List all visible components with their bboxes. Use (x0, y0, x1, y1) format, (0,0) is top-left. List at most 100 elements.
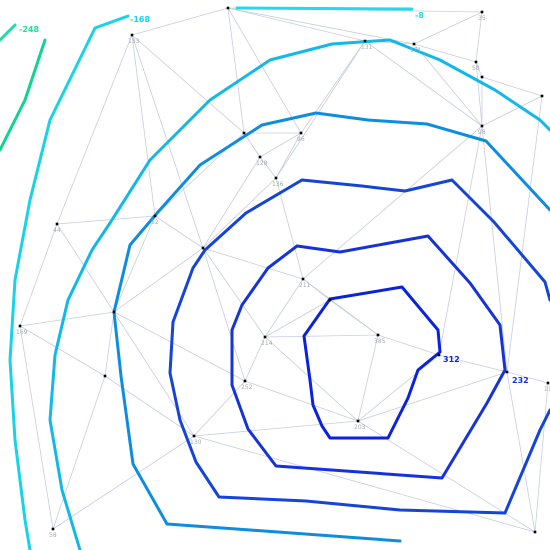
sample-point (226, 6, 230, 10)
mesh-edge (227, 7, 245, 134)
sample-point-label: 211 (299, 282, 311, 289)
mesh-edge (56, 223, 115, 313)
contour-line (235, 6, 414, 11)
sample-point (540, 94, 544, 98)
mesh-edge (413, 11, 483, 45)
sample-point (505, 370, 509, 374)
mesh-edge (302, 125, 483, 280)
contour-line (302, 285, 442, 440)
mesh-edge (506, 371, 536, 533)
sample-point-label: 35 (478, 15, 486, 22)
sample-point-label: 131 (361, 44, 373, 51)
sample-point-label: 112 (544, 386, 550, 393)
mesh-edge (202, 177, 277, 249)
contour-level-label: -8 (415, 11, 424, 20)
mesh-edge (300, 40, 366, 134)
sample-point (356, 419, 360, 423)
contour-line (168, 178, 550, 515)
mesh-edge (329, 299, 379, 336)
sample-point (480, 124, 484, 128)
mesh-edge (19, 223, 58, 327)
mesh-edge (193, 420, 359, 437)
mesh-edge (131, 7, 229, 36)
mesh-edge (113, 247, 204, 313)
mesh-edge (357, 334, 379, 422)
mesh-edge (131, 34, 156, 217)
sample-point-label: 385 (374, 338, 386, 345)
sample-point-label: 128 (256, 160, 268, 167)
mesh-edge (131, 34, 245, 134)
sample-point (533, 530, 537, 534)
contour-level-label: -168 (130, 15, 150, 24)
mesh-edge (357, 371, 508, 422)
sample-point-label: 214 (261, 340, 273, 347)
mesh-edge (113, 311, 195, 437)
mesh-edge (534, 382, 549, 533)
mesh-edge (56, 215, 156, 225)
sample-point-label: 58 (49, 532, 57, 539)
sample-point (412, 42, 416, 46)
contour-line (0, 23, 17, 42)
mesh-edge (481, 76, 543, 97)
sample-point-label: 96 (297, 136, 305, 143)
contour-line (112, 210, 402, 543)
mesh-edge (227, 7, 415, 45)
sample-point (480, 10, 484, 14)
sample-point (192, 434, 196, 438)
mesh-edge (19, 325, 54, 530)
sample-point-label: 44 (53, 227, 61, 234)
mesh-edge (506, 371, 549, 384)
sample-point (299, 131, 303, 135)
sample-point (301, 277, 305, 281)
mesh-edge (227, 7, 302, 134)
mesh-edge (264, 278, 304, 338)
sample-point (153, 214, 157, 218)
sample-point-label: 130 (190, 439, 202, 446)
mesh-edge (481, 125, 508, 373)
mesh-edge (413, 43, 477, 63)
mesh-edge (377, 334, 440, 356)
mesh-edge (244, 336, 266, 382)
contour-line (230, 234, 507, 480)
sample-point (51, 527, 55, 531)
mesh-edge (56, 34, 133, 225)
mesh-edge (52, 435, 195, 530)
mesh-edge (506, 95, 543, 373)
contour-line (48, 221, 112, 550)
mesh-edge (104, 375, 195, 437)
mesh-edge (244, 380, 359, 422)
mesh-edge (481, 95, 543, 127)
mesh-edge (475, 61, 483, 78)
mesh-edge (438, 125, 483, 356)
mesh-edge (52, 375, 106, 530)
mesh-edge (193, 435, 536, 533)
sample-point (263, 335, 267, 339)
sample-point (242, 131, 246, 135)
sample-point (376, 333, 380, 337)
contour-line (300, 178, 550, 302)
sample-point-label: 58 (472, 65, 480, 72)
contour-level-label: 312 (443, 355, 460, 364)
mesh-edge (275, 177, 304, 280)
sample-point-label: 203 (354, 424, 366, 431)
sample-point (18, 324, 22, 328)
mesh-edge (259, 132, 302, 158)
mesh-edge (264, 336, 359, 422)
sample-point (328, 298, 332, 302)
contour-level-label: 232 (512, 376, 529, 385)
sample-point (363, 39, 367, 43)
sample-point (112, 310, 116, 314)
mesh-edge (202, 247, 246, 382)
mesh-edge (202, 247, 304, 280)
sample-point (103, 374, 107, 378)
mesh-edge (227, 7, 366, 42)
contour-line (156, 111, 550, 214)
mesh-edge (154, 215, 204, 249)
mesh-edge (113, 311, 246, 382)
mesh-edge (438, 354, 508, 373)
sample-point (480, 75, 484, 79)
sample-point-label: 52 (151, 219, 159, 226)
mesh-edge (275, 40, 366, 179)
mesh-edge (19, 311, 115, 327)
